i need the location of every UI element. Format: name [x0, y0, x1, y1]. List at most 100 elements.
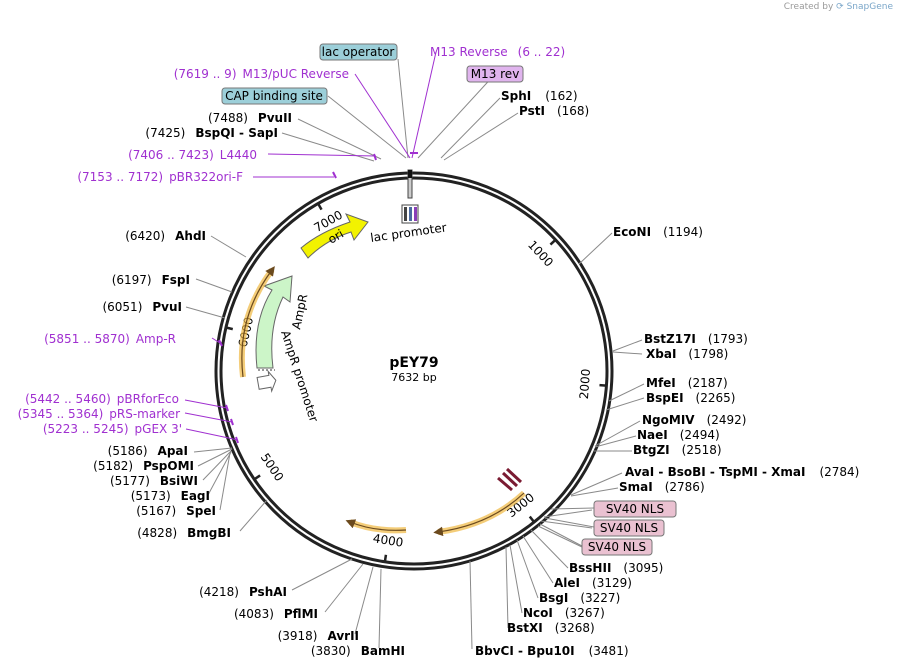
label-lac-operator: lac operator — [322, 45, 395, 59]
enzyme-pos: (3267) — [565, 606, 605, 620]
svg-text:BbvCI - Bpu10I(3481): BbvCI - Bpu10I(3481) — [475, 644, 629, 658]
primer-range: (7619 .. 9) — [174, 67, 237, 81]
svg-text:MfeI(2187): MfeI(2187) — [646, 376, 728, 390]
enzyme-pos: (6197) — [112, 273, 152, 287]
svg-text:(5173)EagI: (5173)EagI — [131, 489, 210, 503]
svg-text:PstI(168): PstI(168) — [519, 104, 589, 118]
enzyme-pos: (1793) — [708, 332, 748, 346]
feature-arcs — [238, 169, 527, 537]
svg-text:(7153 .. 7172)pBR322ori-F: (7153 .. 7172)pBR322ori-F — [77, 170, 243, 184]
primer-mark — [235, 436, 239, 444]
enzyme-pos: (3227) — [580, 591, 620, 605]
enzyme-pos: (4218) — [199, 585, 239, 599]
enzyme-name: BstZ17I — [644, 332, 696, 346]
primer-range: (5851 .. 5870) — [44, 332, 130, 346]
bp-tick — [316, 202, 323, 211]
svg-text:(5345 .. 5364)pRS-marker: (5345 .. 5364)pRS-marker — [18, 407, 180, 421]
enzyme-pos: (2786) — [665, 480, 705, 494]
plasmid-name: pEY79 — [389, 355, 438, 371]
svg-text:(7406 .. 7423)L4440: (7406 .. 7423)L4440 — [128, 148, 257, 162]
credit-brand: SnapGene — [846, 2, 893, 12]
svg-text:XbaI(1798): XbaI(1798) — [646, 347, 728, 361]
bp-tick-label: 4000 — [372, 531, 404, 549]
primer-marks — [218, 152, 418, 444]
bp-tick-label: 2000 — [577, 368, 593, 400]
svg-text:BspEI(2265): BspEI(2265) — [646, 391, 735, 405]
svg-text:(7619 .. 9)M13/pUC Reverse: (7619 .. 9)M13/pUC Reverse — [174, 67, 349, 81]
svg-text:SphI(162): SphI(162) — [501, 89, 578, 103]
svg-text:(3830)BamHI: (3830)BamHI — [311, 644, 405, 658]
feature-ori — [300, 213, 369, 259]
label-cap-binding-site: CAP binding site — [225, 89, 323, 103]
bp-tick — [253, 474, 261, 481]
feature-label-ampr-promoter: AmpR promoter — [278, 329, 321, 424]
bp-tick — [549, 238, 557, 246]
bp-tick — [599, 383, 607, 387]
bp-tick-label: 5000 — [258, 451, 287, 484]
enzyme-name: NcoI — [523, 606, 553, 620]
primer-leader-lines — [184, 51, 437, 441]
feature-label-ori: ori — [326, 227, 347, 247]
feature-label-ampr: AmpR — [289, 293, 310, 331]
enzyme-name: AleI — [554, 576, 580, 590]
enzyme-pos: (3095) — [623, 561, 663, 575]
enzyme-pos: (3830) — [311, 644, 351, 658]
boxed-label-group: lac operator CAP binding site M13 rev SV… — [221, 43, 677, 556]
svg-text:BstXI(3268): BstXI (3268) — [507, 621, 595, 635]
enzyme-name: XbaI — [646, 347, 676, 361]
primer-name: M13 Reverse — [430, 45, 508, 59]
enzyme-name: PspOMI — [143, 459, 194, 473]
enzyme-name: BspEI — [646, 391, 684, 405]
enzyme-name: BbvCI - Bpu10I — [475, 644, 575, 658]
enzyme-pos: (4083) — [234, 607, 274, 621]
enzyme-labels-right: SphI(162) PstI(168) EcoNI(1194) BstZ17I (… — [475, 89, 859, 658]
svg-text:(5442 .. 5460)pBRforEco: (5442 .. 5460)pBRforEco — [25, 392, 179, 406]
sv40-nls-mark — [501, 471, 519, 488]
enzyme-pos: (5182) — [93, 459, 133, 473]
label-sv40-nls-3: SV40 NLS — [588, 540, 646, 554]
svg-text:(5182)PspOMI: (5182) PspOMI — [93, 459, 194, 473]
label-m13-rev: M13 rev — [471, 67, 520, 81]
enzyme-pos: (4828) — [137, 526, 177, 540]
svg-text:AvaI - BsoBI - TspMI - XmaI(27: AvaI - BsoBI - TspMI - XmaI(2784) — [625, 465, 859, 479]
bp-tick — [225, 326, 234, 331]
snapgene-logo-icon: ⟳ — [836, 2, 844, 12]
primer-range: (7406 .. 7423) — [128, 148, 214, 162]
enzyme-name: PvuII — [258, 111, 292, 125]
bp-tick — [383, 554, 388, 562]
svg-text:(5177)BsiWI: (5177)BsiWI — [110, 474, 198, 488]
enzyme-name: AvrII — [327, 629, 359, 643]
feature-ampr-promoter — [256, 369, 277, 394]
svg-text:BstZ17I(1793): BstZ17I (1793) — [644, 332, 748, 346]
svg-text:AleI(3129): AleI (3129) — [554, 576, 632, 590]
svg-text:(6420)AhdI: (6420)AhdI — [125, 229, 206, 243]
svg-text:(4083)PflMI: (4083)PflMI — [234, 607, 318, 621]
enzyme-name: NaeI — [637, 428, 668, 442]
svg-text:EcoNI(1194): EcoNI(1194) — [613, 225, 703, 239]
svg-text:BssHII(3095): BssHII (3095) — [569, 561, 663, 575]
svg-text:(6197)FspI: (6197)FspI — [112, 273, 190, 287]
enzyme-pos: (7488) — [208, 111, 248, 125]
primer-range: (5345 .. 5364) — [18, 407, 104, 421]
label-sv40-nls-1: SV40 NLS — [606, 502, 664, 516]
enzyme-name: MfeI — [646, 376, 676, 390]
enzyme-pos: (3129) — [592, 576, 632, 590]
enzyme-name: BssHII — [569, 561, 611, 575]
primer-mark — [332, 171, 337, 179]
enzyme-pos: (3268) — [555, 621, 595, 635]
enzyme-pos: (7425) — [145, 126, 185, 140]
enzyme-pos: (2492) — [707, 413, 747, 427]
svg-text:(5186)ApaI: (5186)ApaI — [108, 444, 188, 458]
enzyme-pos: (6051) — [102, 300, 142, 314]
enzyme-name: BstXI — [507, 621, 543, 635]
primer-mark — [218, 339, 223, 347]
primer-range: (5223 .. 5245) — [43, 422, 129, 436]
primer-range: (7153 .. 7172) — [77, 170, 163, 184]
enzyme-name: BsiWI — [160, 474, 198, 488]
backbone-inner — [219, 176, 609, 566]
enzyme-name: BtgZI — [633, 443, 670, 457]
svg-text:(7488)PvuII: (7488) PvuII — [208, 111, 292, 125]
enzyme-pos: (168) — [557, 104, 589, 118]
svg-text:(5223 .. 5245)pGEX 3': (5223 .. 5245)pGEX 3' — [43, 422, 182, 436]
